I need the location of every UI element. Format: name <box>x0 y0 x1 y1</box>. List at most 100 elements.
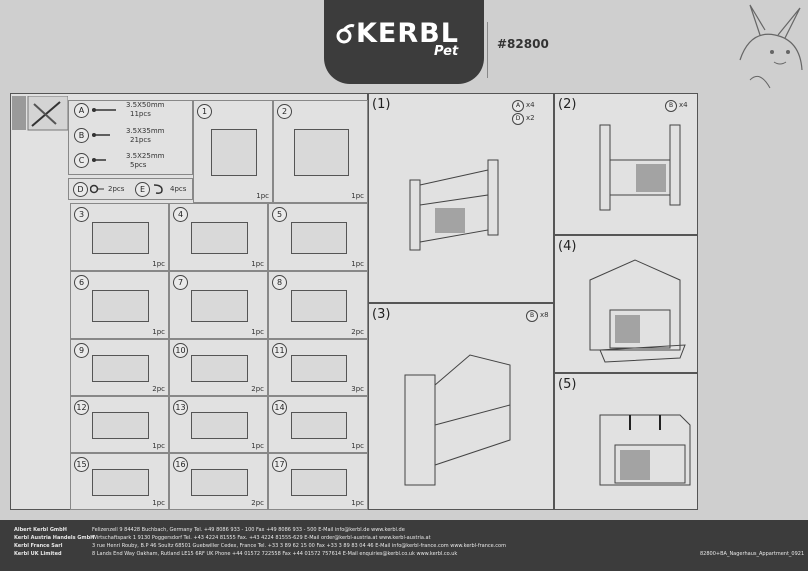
part-d-qty: 2pcs <box>108 185 125 193</box>
part-cell: 14 1pc <box>268 396 368 453</box>
part-drawing <box>290 412 348 439</box>
part-drawing <box>191 412 248 439</box>
product-code: #82800 <box>497 37 549 51</box>
part-letter-c: C <box>74 153 89 168</box>
part-quantity: 2pc <box>351 328 364 336</box>
footer-doc-id: 82800+BA_Nagerhaus_Appartment_0921 <box>700 551 805 557</box>
part-drawing <box>290 222 348 254</box>
footer: Albert Kerbl GmbH Kerbl Austria Handels … <box>0 520 808 571</box>
step-5-label: (5) <box>558 377 577 392</box>
header-divider <box>487 22 488 78</box>
footer-address-de: Felizenzell 9 84428 Buchbach, Germany Te… <box>92 527 405 533</box>
screw-a-size: 3.5X50mm <box>126 101 165 109</box>
part-e-qty: 4pcs <box>170 185 187 193</box>
eye-hook-icon <box>90 184 104 194</box>
part-quantity: 1pc <box>351 499 364 507</box>
logo-banner <box>324 0 484 84</box>
part-drawing <box>211 129 257 176</box>
part-number: 7 <box>173 275 188 290</box>
part-quantity: 1pc <box>251 442 264 450</box>
step-3-label: (3) <box>372 307 391 322</box>
part-quantity: 1pc <box>251 328 264 336</box>
part-drawing <box>92 222 149 254</box>
step-2-label: (2) <box>558 97 577 112</box>
rabbit-illustration-icon <box>739 4 803 89</box>
part-number: 16 <box>173 457 188 472</box>
brand-logo-subtext: Pet <box>434 44 459 59</box>
part-number: 15 <box>74 457 89 472</box>
part-drawing <box>290 290 348 322</box>
part-quantity: 2pc <box>251 385 264 393</box>
part-letter-e: E <box>135 182 150 197</box>
screw-50mm-icon <box>92 108 116 112</box>
part-cell: 1 1pc <box>193 100 273 203</box>
part-letter-a: A <box>74 103 89 118</box>
screw-b-qty: 21pcs <box>130 136 151 144</box>
part-drawing <box>294 129 349 176</box>
part-drawing <box>191 290 248 322</box>
part-cell: 15 1pc <box>70 453 169 510</box>
part-quantity: 1pc <box>152 499 165 507</box>
part-quantity: 1pc <box>256 192 269 200</box>
part-cell: 3 1pc <box>70 203 169 271</box>
screw-35mm-icon <box>92 133 110 137</box>
footer-company-uk: Kerbl UK Limited <box>14 551 62 557</box>
part-drawing <box>191 355 248 382</box>
part-number: 14 <box>272 400 287 415</box>
screw-a-qty: 11pcs <box>130 110 151 118</box>
footer-address-fr: 3 rue Henri Rouby, B.P 46 Soultz 68501 G… <box>92 543 506 549</box>
part-number: 9 <box>74 343 89 358</box>
footer-company-fr: Kerbl France Sarl <box>14 543 63 549</box>
step-4-label: (4) <box>558 239 577 254</box>
step-2-drawing <box>599 124 681 211</box>
hook-legend <box>68 178 193 200</box>
part-letter-d: D <box>73 182 88 197</box>
part-cell: 9 2pc <box>70 339 169 396</box>
hook-icon <box>153 184 163 194</box>
screw-legend <box>68 100 193 175</box>
part-drawing <box>92 355 149 382</box>
part-number: 2 <box>277 104 292 119</box>
step-3-drawing <box>404 354 511 486</box>
part-quantity: 1pc <box>152 260 165 268</box>
part-number: 11 <box>272 343 287 358</box>
part-quantity: 2pc <box>152 385 165 393</box>
part-number: 3 <box>74 207 89 222</box>
part-cell: 17 1pc <box>268 453 368 510</box>
step-1-drawing <box>409 159 499 251</box>
tools-icon <box>12 96 68 131</box>
part-drawing <box>92 290 149 322</box>
part-drawing <box>92 412 149 439</box>
part-quantity: 1pc <box>351 260 364 268</box>
step-1-screws-a: x4 <box>526 101 535 109</box>
screw-c-size: 3.5X25mm <box>126 152 165 160</box>
part-number: 17 <box>272 457 287 472</box>
part-drawing <box>290 469 348 496</box>
part-quantity: 1pc <box>152 328 165 336</box>
part-number: 1 <box>197 104 212 119</box>
part-quantity: 1pc <box>351 442 364 450</box>
part-number: 8 <box>272 275 287 290</box>
footer-address-uk: 8 Lands End Way Oakham, Rutland LE15 6RF… <box>92 551 458 557</box>
step-5-drawing <box>599 414 691 486</box>
part-drawing <box>191 469 248 496</box>
part-number: 12 <box>74 400 89 415</box>
screw-c-qty: 5pcs <box>130 161 147 169</box>
part-drawing <box>92 469 149 496</box>
footer-company-de: Albert Kerbl GmbH <box>14 527 67 533</box>
step-2-panel <box>554 93 698 235</box>
footer-address-at: Wirtschaftspark 1 9130 Poggersdorf Tel. … <box>92 535 431 541</box>
brand-logo-text: KERBL <box>356 18 459 49</box>
step-5-panel <box>554 373 698 510</box>
screw-25mm-icon <box>92 158 106 162</box>
kerbl-logo-icon <box>336 24 355 44</box>
part-number: 4 <box>173 207 188 222</box>
